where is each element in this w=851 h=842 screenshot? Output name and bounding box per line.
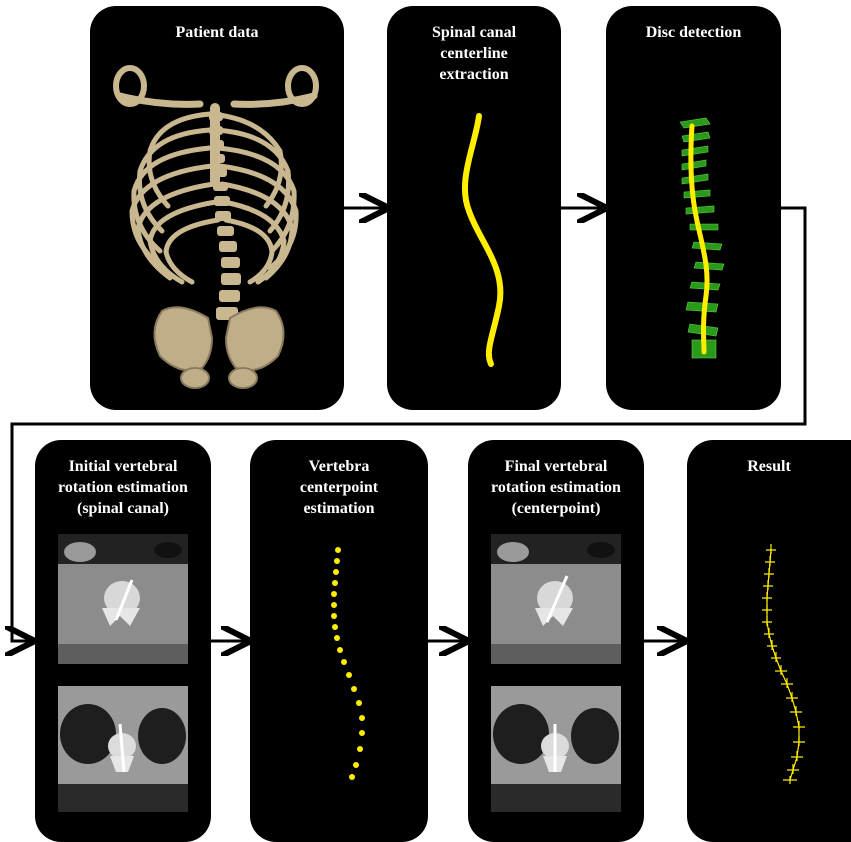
panel-disc-detection: Disc detection (606, 6, 781, 410)
panel-title: Final vertebral rotation estimation (cen… (468, 456, 644, 519)
ct-slice-lower (58, 686, 188, 812)
centerline-curve (465, 116, 500, 364)
panel-centerpoint: Vertebra centerpoint estimation (250, 440, 428, 842)
centerpoint-render (250, 440, 428, 842)
panel-initial-rotation: Initial vertebral rotation estimation (s… (35, 440, 211, 842)
centerline-render (387, 6, 561, 410)
skeleton-render (90, 56, 344, 401)
panel-final-rotation: Final vertebral rotation estimation (cen… (468, 440, 644, 842)
panel-centerline: Spinal canal centerline extraction (387, 6, 561, 410)
panel-title: Patient data (90, 22, 344, 43)
ct-slice-upper (491, 534, 621, 664)
result-render (687, 440, 851, 842)
disc-render (606, 6, 781, 410)
ct-slice-lower (491, 686, 621, 812)
result-vertebrae (762, 544, 805, 784)
spine-column (209, 112, 241, 320)
ct-slice-upper (58, 534, 188, 664)
disc-centerline (691, 126, 707, 352)
panel-patient-data: Patient data (90, 6, 344, 410)
panel-title: Initial vertebral rotation estimation (s… (35, 456, 211, 519)
panel-result: Result (687, 440, 851, 842)
centerpoints (331, 547, 365, 780)
